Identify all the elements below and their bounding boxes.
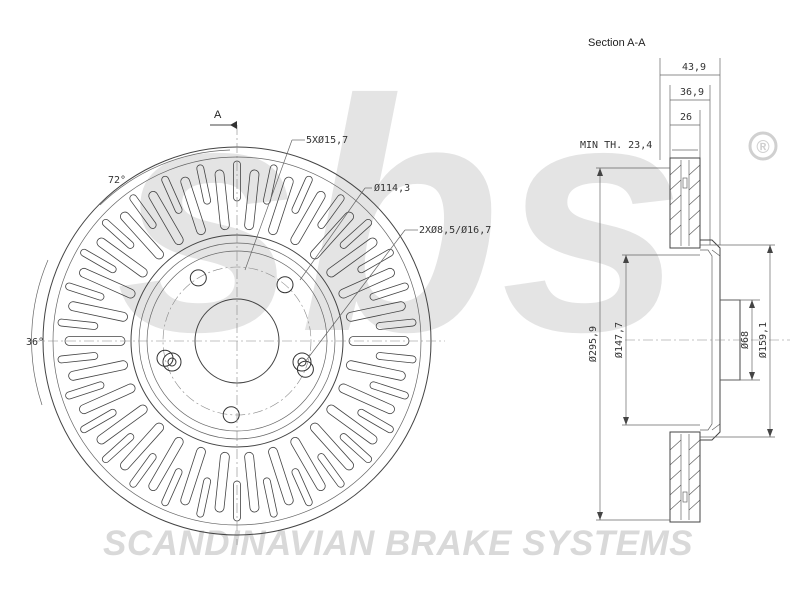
section-view: Section A-A 43,9 36,9 26 MIN TH. 23,4 (580, 37, 790, 523)
vent-slot (161, 175, 183, 214)
vent-slot (180, 446, 206, 506)
vent-slot (57, 352, 99, 364)
friction-ring-upper (669, 157, 701, 249)
vent-slot (244, 169, 260, 231)
angle-72-arc (99, 149, 231, 206)
screw-hole (292, 352, 312, 372)
section-marker-top: A (214, 109, 222, 121)
dim-hat-height: 36,9 (680, 87, 704, 98)
leader-pcd (299, 187, 366, 281)
vent-slot (338, 383, 395, 415)
vent-slot (214, 451, 230, 513)
dim-diameter-outer: Ø295,9 (587, 326, 599, 362)
leader-bolt-holes (244, 139, 293, 271)
angle-36-label: 36° (26, 337, 44, 348)
front-view: A 72° 36° 5XØ15,7 Ø114,3 2XØ8,5/Ø16,7 (26, 109, 491, 545)
registered-mark-circle (748, 131, 778, 161)
vent-slot (310, 422, 354, 471)
vent-slot (290, 437, 326, 491)
bolt-hole (222, 406, 240, 424)
dim-diameter-hat: Ø147,7 (613, 322, 625, 358)
vent-slot (338, 267, 395, 299)
vent-slot (369, 381, 409, 400)
vent-slot (196, 164, 212, 205)
vent-slot (96, 404, 148, 445)
lower-hatching (669, 439, 701, 511)
vent-slot (244, 451, 260, 513)
vent-slot (262, 164, 278, 205)
vent-slot (310, 211, 354, 260)
vent-slot (57, 318, 99, 330)
vent-slot (148, 191, 184, 245)
vent-hole-lower (682, 491, 688, 503)
vent-slot (80, 408, 117, 434)
vent-slot (291, 468, 313, 507)
registered-mark: ® (756, 137, 769, 157)
vent-slot (290, 191, 326, 245)
angle-72-label: 72° (108, 175, 126, 186)
vent-slot (375, 318, 417, 330)
vent-slot (129, 194, 157, 229)
vent-slot (346, 360, 406, 381)
label-pcd: Ø114,3 (374, 182, 410, 194)
watermark: sbs ® SCANDINAVIAN BRAKE SYSTEMS (103, 31, 778, 563)
vent-slot (357, 248, 394, 274)
bolt-holes (156, 269, 314, 424)
vent-slot (120, 211, 164, 260)
vent-slot (346, 301, 406, 322)
bolt-hole (189, 269, 207, 287)
vent-slot (317, 453, 345, 488)
vent-slot (101, 218, 135, 249)
vent-slot (317, 194, 345, 229)
vent-slot (68, 360, 128, 381)
vent-slot (196, 477, 212, 518)
vent-slot (101, 433, 135, 464)
vent-slot (326, 404, 378, 445)
label-screw-holes: 2XØ8,5/Ø16,7 (419, 224, 491, 236)
friction-ring-lower (669, 431, 701, 523)
bolt-hole (276, 276, 294, 294)
section-title: Section A-A (588, 37, 646, 49)
vent-slot (129, 453, 157, 488)
vent-slot (79, 383, 136, 415)
vent-slot (326, 237, 378, 278)
vent-slot (357, 408, 394, 434)
dim-diameter-hub: Ø159,1 (757, 322, 769, 358)
dim-min-thickness: MIN TH. 23,4 (580, 140, 652, 151)
vent-slot (96, 237, 148, 278)
vent-slot (291, 175, 313, 214)
vent-slot (375, 352, 417, 364)
vent-slot (268, 446, 294, 506)
label-bolt-holes: 5XØ15,7 (306, 134, 348, 146)
vent-slot (339, 218, 373, 249)
vent-hole-upper (682, 177, 688, 189)
vent-slot (80, 248, 117, 274)
dim-thickness: 26 (680, 112, 692, 123)
vent-slot (148, 437, 184, 491)
vent-slot (79, 267, 136, 299)
dim-total-height: 43,9 (682, 62, 706, 73)
vent-slot (369, 282, 409, 301)
dim-diameter-center: Ø68 (739, 331, 751, 349)
vent-slot (262, 477, 278, 518)
section-arrow-top (230, 121, 237, 129)
upper-hatching (669, 164, 701, 236)
leader-screw-holes (304, 229, 406, 363)
watermark-tagline: SCANDINAVIAN BRAKE SYSTEMS (103, 524, 693, 563)
vent-slot (268, 176, 294, 236)
screw-hole (297, 357, 307, 367)
vent-slot (68, 301, 128, 322)
vent-slot (65, 381, 105, 400)
vent-slot (65, 282, 105, 301)
angle-36-arc (31, 259, 49, 406)
vent-slot (161, 468, 183, 507)
screw-hole (162, 352, 182, 372)
vent-slot (180, 176, 206, 236)
vent-slot (339, 433, 373, 464)
watermark-logo: sbs (116, 31, 685, 400)
vent-slot (214, 169, 230, 231)
screw-hole (167, 357, 177, 367)
vent-slot (120, 422, 164, 471)
